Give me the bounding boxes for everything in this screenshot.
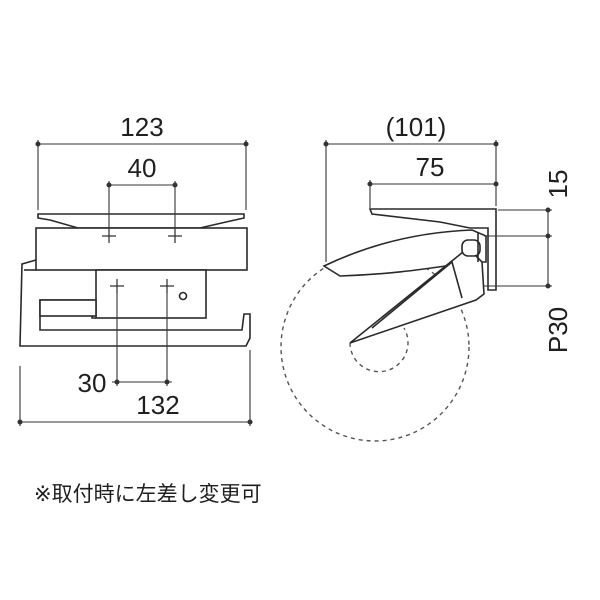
front-dimension-lines xyxy=(17,140,253,426)
side-pivot xyxy=(461,239,481,257)
installation-note: ※取付時に左差し変更可 xyxy=(34,482,262,506)
front-main-body xyxy=(35,227,248,271)
side-arm-inner xyxy=(371,260,463,329)
dim-15-label: 15 xyxy=(543,170,573,199)
front-view xyxy=(19,213,251,347)
side-view xyxy=(322,208,497,344)
dim-132-label: 132 xyxy=(136,390,179,420)
front-lower-bracket xyxy=(95,269,207,319)
side-cover xyxy=(322,229,487,277)
front-shelf-plate xyxy=(37,213,245,229)
dim-p30-label: P30 xyxy=(543,307,573,353)
dim-75-label: 75 xyxy=(416,152,445,182)
front-small-knob xyxy=(178,291,188,301)
dim-101-label: (101) xyxy=(386,112,447,142)
front-arm-slot xyxy=(39,299,97,317)
side-dimension-lines xyxy=(323,140,552,289)
dim-123-label: 123 xyxy=(120,112,163,142)
side-paper-core-arc xyxy=(349,327,409,373)
front-bottom-screw-holes xyxy=(110,279,174,293)
dim-30-label: 30 xyxy=(78,368,107,398)
dim-40-label: 40 xyxy=(128,153,157,183)
